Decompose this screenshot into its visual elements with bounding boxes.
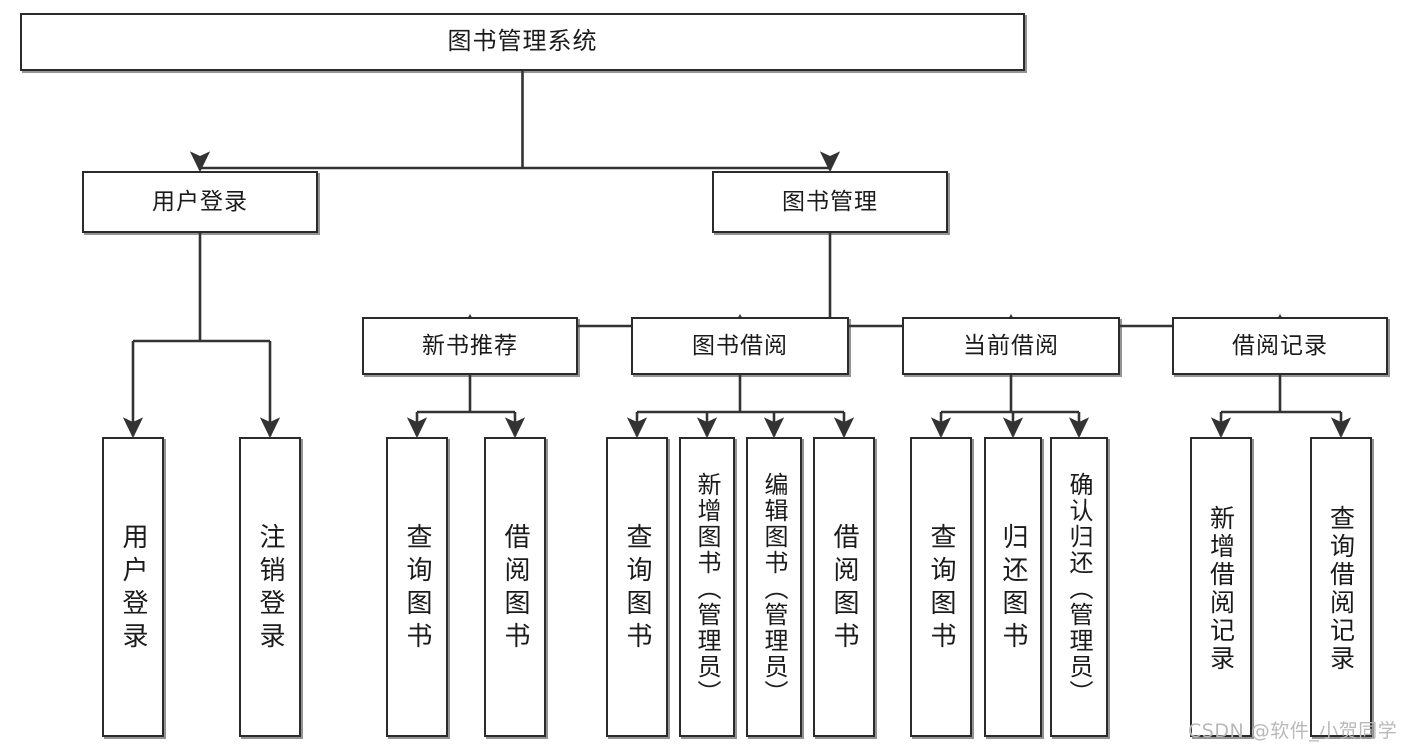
node-new-book-recommend[interactable]: 新书推荐: [362, 317, 578, 375]
node-label: 新书推荐: [422, 332, 518, 359]
leaf-confirm-return-admin[interactable]: 确认归还（管理员）: [1050, 437, 1108, 737]
node-label: 图书管理: [782, 188, 878, 215]
node-label: 新增借阅记录: [1206, 505, 1236, 673]
leaf-add-book-admin[interactable]: 新增图书（管理员）: [679, 437, 735, 737]
node-label: 当前借阅: [963, 332, 1059, 359]
node-label: 图书借阅: [692, 332, 788, 359]
leaf-logout[interactable]: 注销登录: [239, 437, 301, 737]
leaf-edit-book-admin[interactable]: 编辑图书（管理员）: [746, 437, 802, 737]
node-book-borrow[interactable]: 图书借阅: [631, 317, 849, 375]
node-label: 新增图书（管理员）: [693, 472, 721, 706]
leaf-return-book[interactable]: 归还图书: [984, 437, 1042, 737]
node-book-manage[interactable]: 图书管理: [712, 171, 948, 233]
node-label: 查询图书: [926, 523, 956, 655]
node-label: 借阅图书: [829, 523, 859, 655]
leaf-query-book-current[interactable]: 查询图书: [910, 437, 972, 737]
node-label: 借阅记录: [1232, 332, 1328, 359]
leaf-borrow-book[interactable]: 借阅图书: [813, 437, 875, 737]
node-label: 查询图书: [622, 523, 652, 655]
node-label: 注销登录: [255, 523, 285, 655]
leaf-query-book-recommend[interactable]: 查询图书: [386, 437, 448, 737]
node-root-system[interactable]: 图书管理系统: [20, 13, 1025, 71]
watermark-text: CSDN @软件_小贺同学: [1188, 720, 1398, 742]
node-label: 编辑图书（管理员）: [760, 472, 788, 706]
node-label: 归还图书: [998, 523, 1028, 655]
node-label: 借阅图书: [500, 523, 530, 655]
leaf-add-borrow-record[interactable]: 新增借阅记录: [1190, 437, 1252, 737]
leaf-user-login[interactable]: 用户登录: [102, 437, 164, 737]
node-label: 查询图书: [402, 523, 432, 655]
node-label: 查询借阅记录: [1326, 505, 1356, 673]
leaf-query-borrow-record[interactable]: 查询借阅记录: [1310, 437, 1372, 737]
node-current-borrow[interactable]: 当前借阅: [902, 317, 1120, 375]
node-label: 确认归还（管理员）: [1065, 472, 1093, 706]
leaf-borrow-book-recommend[interactable]: 借阅图书: [484, 437, 546, 737]
node-label: 用户登录: [118, 523, 148, 655]
node-user-login[interactable]: 用户登录: [82, 171, 318, 233]
node-borrow-record[interactable]: 借阅记录: [1172, 317, 1388, 375]
leaf-query-book-borrow[interactable]: 查询图书: [606, 437, 668, 737]
node-label: 图书管理系统: [447, 27, 598, 56]
node-label: 用户登录: [152, 188, 248, 215]
